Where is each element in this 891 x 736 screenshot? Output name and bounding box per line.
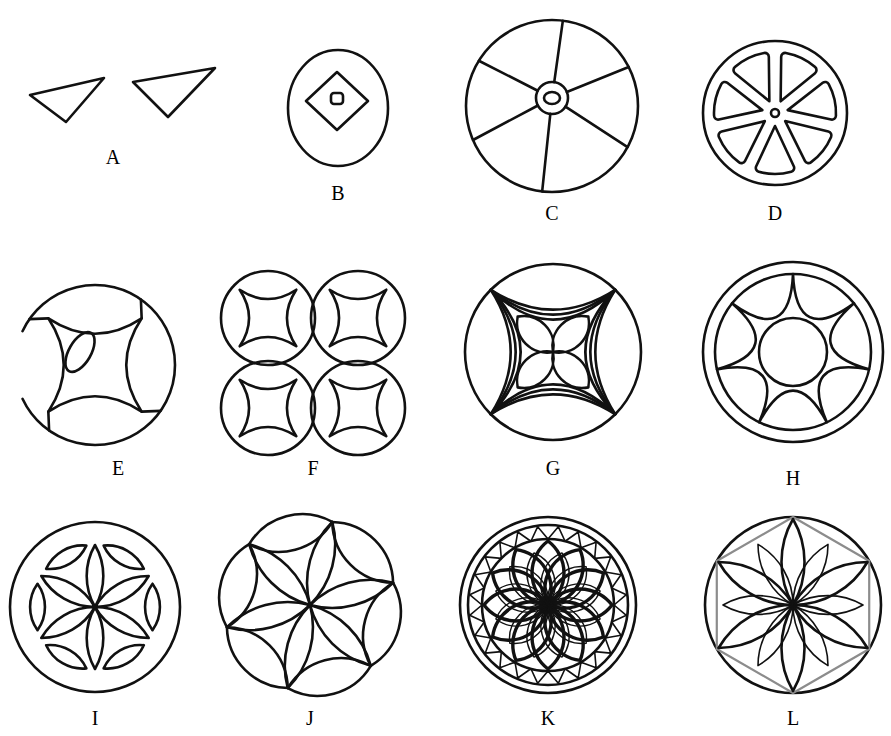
motif-stroke	[567, 67, 629, 92]
motif-stroke	[95, 576, 149, 607]
motif-stroke	[240, 290, 297, 347]
motif-stroke	[758, 544, 793, 605]
motif-stroke	[142, 410, 161, 413]
motif-circle	[221, 361, 315, 455]
motif-sector	[785, 121, 831, 163]
motif-sector	[733, 53, 769, 101]
motif-square	[331, 93, 343, 104]
motif-stroke	[542, 114, 550, 192]
motif-stroke	[310, 605, 371, 666]
motif-sector	[781, 53, 817, 101]
figure-letter: D	[766, 203, 784, 223]
motif-stroke	[330, 380, 387, 437]
motif-stroke	[288, 658, 371, 696]
motif-circle	[703, 262, 883, 442]
motif-circle	[311, 361, 405, 455]
motif-stroke	[22, 285, 175, 445]
motif-stroke	[47, 412, 50, 431]
motif-stroke	[552, 351, 589, 388]
motif-sector	[788, 82, 836, 120]
motif-circle	[465, 264, 641, 440]
motif-sector	[756, 126, 794, 174]
figure-letter: K	[539, 708, 557, 728]
motif-stroke	[554, 21, 563, 82]
figure-letter: H	[784, 468, 802, 488]
motif-stroke	[249, 514, 332, 552]
motif-stroke	[46, 545, 86, 569]
motif-stroke	[717, 274, 869, 422]
motif-circle	[10, 522, 180, 692]
motif-ellipse	[59, 327, 100, 376]
motif-stroke	[363, 583, 401, 666]
figure-letter: F	[305, 458, 320, 478]
motif-stroke	[473, 106, 538, 140]
motif-circle	[536, 82, 568, 114]
motif-stroke	[30, 584, 45, 630]
motif-group	[10, 20, 883, 696]
motif-stroke	[219, 544, 257, 627]
motif-stroke	[793, 605, 828, 666]
motif-stroke	[46, 645, 86, 669]
motif-stroke	[332, 522, 393, 583]
motif-stroke	[29, 317, 48, 320]
motif-stroke	[145, 584, 160, 630]
motif-stroke	[517, 316, 554, 353]
motif-stroke	[104, 545, 144, 569]
figure-letter: L	[785, 708, 801, 728]
motif-stroke	[491, 290, 615, 414]
motif-stroke	[48, 318, 141, 411]
motif-stroke	[491, 290, 615, 414]
motif-stroke	[470, 527, 627, 684]
motif-circle	[311, 271, 405, 365]
figure-letter: E	[110, 458, 126, 478]
motif-stroke	[548, 570, 603, 608]
motif-stroke	[104, 645, 144, 669]
motif-circle	[468, 525, 628, 685]
motif-stroke	[140, 299, 143, 318]
motif-stroke	[41, 576, 95, 607]
motif-ellipse	[544, 92, 560, 104]
motif-sector	[719, 121, 765, 163]
figure-letter: A	[104, 147, 122, 167]
figure-letter: C	[543, 203, 560, 223]
motif-circle	[703, 41, 847, 185]
figure-letter: G	[544, 458, 562, 478]
motif-circle	[460, 517, 636, 693]
motif-stroke	[249, 544, 310, 605]
motif-stroke	[41, 607, 95, 638]
motif-circle	[759, 318, 827, 386]
figure-letter: I	[90, 708, 101, 728]
motif-circle	[705, 517, 881, 693]
motif-circle	[771, 109, 779, 117]
motif-stroke	[330, 290, 387, 347]
figure-letter: J	[304, 708, 316, 728]
motif-stroke	[517, 351, 554, 388]
sector-group	[714, 53, 836, 174]
figure-letter: B	[329, 183, 346, 203]
motif-stroke	[240, 380, 297, 437]
motif-stroke	[717, 517, 869, 693]
motif-stroke	[479, 61, 538, 91]
motif-ellipse	[288, 50, 388, 166]
motif-circle	[466, 20, 638, 192]
motif-stroke	[491, 290, 615, 414]
motif-stroke	[552, 316, 589, 353]
motif-circle	[715, 274, 871, 430]
motif-stroke	[548, 584, 600, 612]
motif-sector	[714, 82, 762, 120]
motif-circle	[221, 271, 315, 365]
motif-stroke	[306, 72, 368, 130]
motif-stroke	[30, 78, 104, 122]
motif-stroke	[227, 627, 288, 688]
motif-stroke	[133, 68, 215, 117]
motif-stroke	[565, 107, 627, 147]
